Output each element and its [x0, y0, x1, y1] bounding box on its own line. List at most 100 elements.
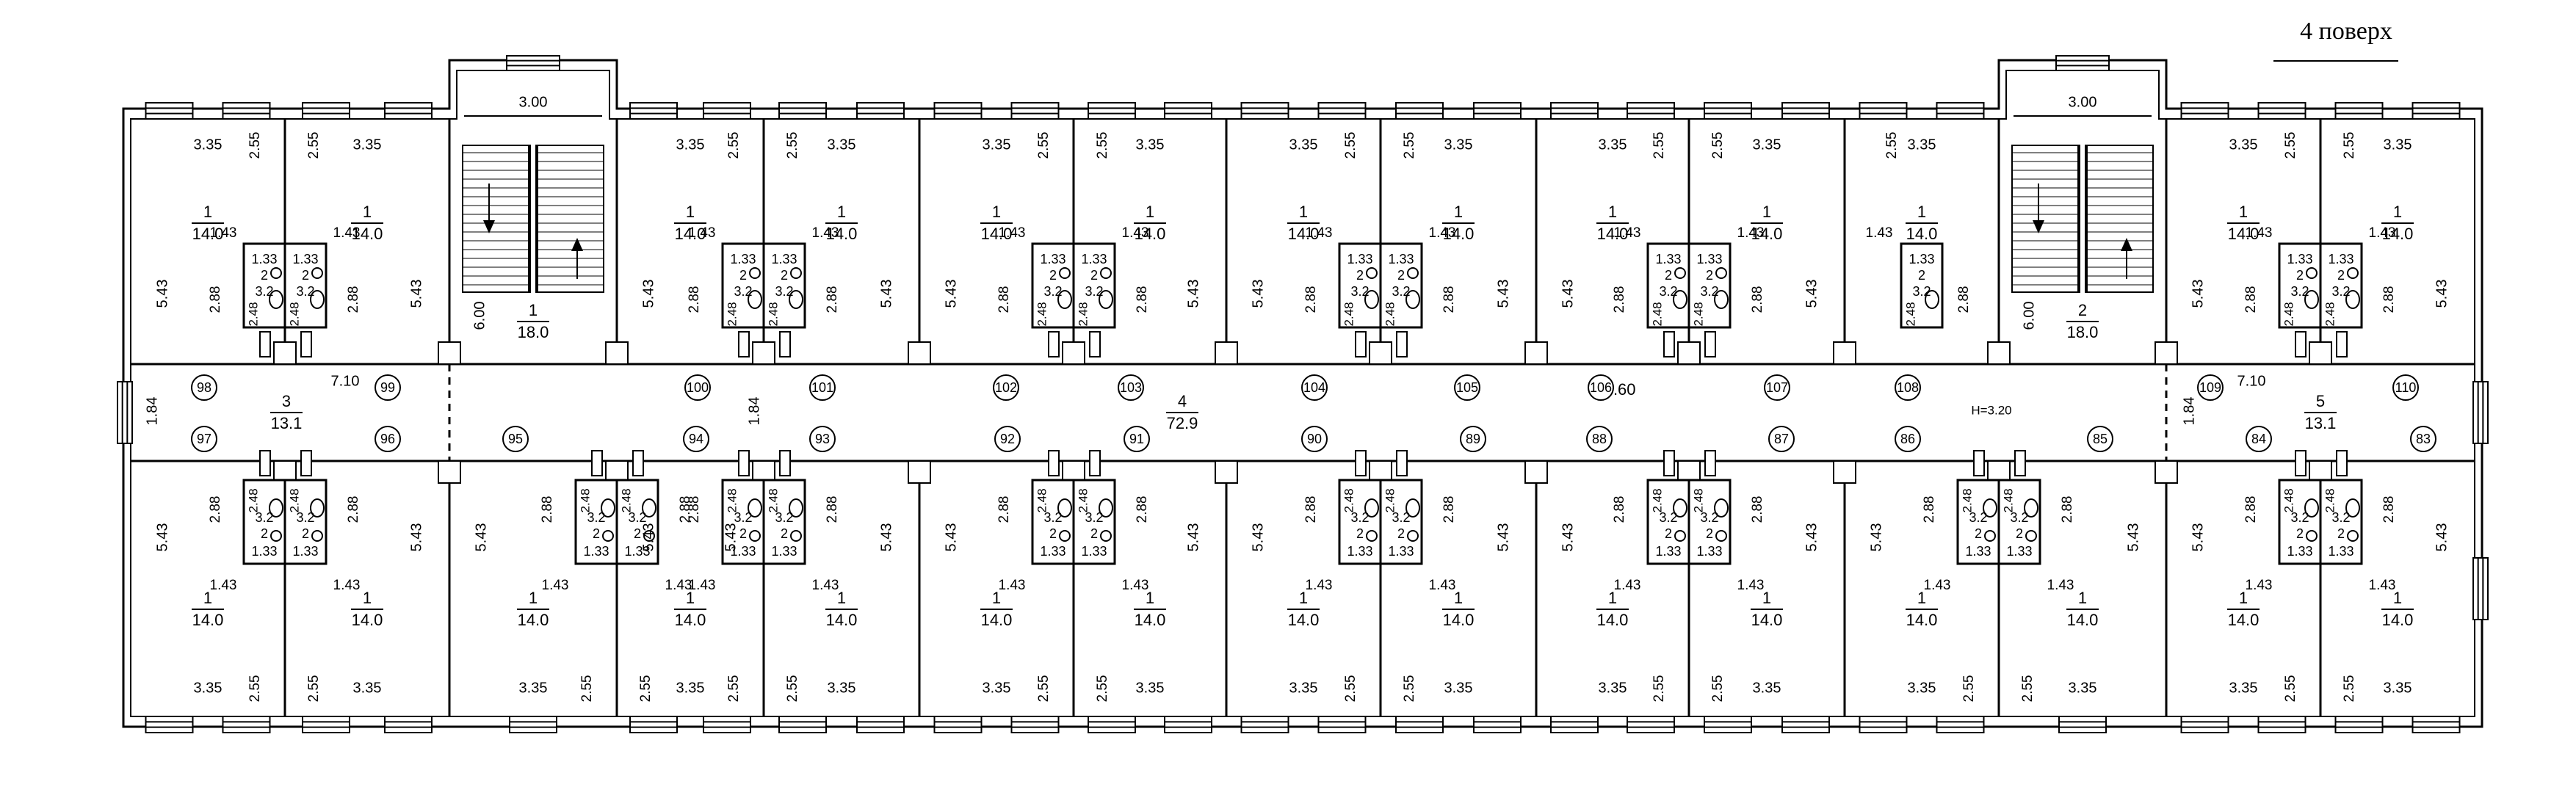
arrow-up-icon [571, 238, 583, 251]
bathroom-width: 1.33 [1388, 252, 1414, 266]
room-area: 14.0 [518, 611, 549, 629]
entry-width: 2.55 [1095, 132, 1110, 159]
room-number: 1 [686, 589, 695, 607]
room-number-bubble [1764, 374, 1790, 401]
column [908, 341, 931, 365]
sink-icon [2347, 267, 2359, 279]
column [1987, 341, 2011, 365]
bathroom-width: 1.33 [251, 252, 277, 266]
toilet-icon [748, 498, 762, 518]
sink-icon [1407, 530, 1419, 542]
room-number-bubble [1301, 374, 1328, 401]
room-number-bubble [1586, 426, 1613, 452]
room-width: 3.35 [2384, 137, 2412, 153]
room-area: 14.0 [1597, 225, 1629, 243]
room-number: 92 [1000, 432, 1015, 446]
exterior-wall [122, 59, 2483, 728]
entry-label: 1.43 [1429, 225, 1456, 241]
room-depth: 5.43 [640, 523, 656, 552]
room-number: 1 [1146, 589, 1154, 607]
bathroom-number: 2 [2016, 526, 2023, 541]
bathroom-area: 3.2 [2290, 284, 2309, 299]
bathroom-depth: 2.88 [1612, 496, 1627, 523]
bathroom-number: 2 [2296, 526, 2304, 541]
room-width: 3.35 [194, 680, 222, 696]
bathroom-width: 1.33 [1696, 252, 1722, 266]
room-number: 1 [1762, 589, 1771, 607]
room-depth: 5.43 [1250, 523, 1266, 552]
bathroom-width: 1.33 [1347, 252, 1372, 266]
room-number: 1 [1608, 203, 1617, 221]
room-area: 14.0 [675, 225, 706, 243]
room-number: 109 [2199, 380, 2221, 395]
room-area: 14.0 [192, 225, 224, 243]
shower-dim: 2.48 [2282, 488, 2295, 512]
shower-dim: 2.48 [246, 302, 260, 326]
shower-dim: 2.48 [1650, 488, 1664, 512]
entry-label: 1.43 [812, 578, 839, 593]
door-leaf [1355, 331, 1367, 357]
room-depth: 5.43 [1803, 280, 1820, 308]
toilet-icon [1714, 290, 1729, 309]
bathroom-depth: 2.88 [825, 496, 840, 523]
toilet-icon [1405, 498, 1420, 518]
entry-label: 1.43 [665, 578, 692, 593]
door-leaf [259, 331, 271, 357]
entry-label: 1.43 [2369, 578, 2396, 593]
sink-icon [1366, 530, 1378, 542]
entry-width: 2.55 [1710, 675, 1726, 702]
corridor-room-number: 3 [282, 392, 291, 410]
room-depth: 5.43 [878, 280, 894, 308]
shower-dim: 2.48 [1076, 302, 1090, 326]
bathroom-area: 3.2 [1659, 510, 1677, 525]
door-leaf [2336, 450, 2348, 476]
door-leaf [779, 450, 791, 476]
room-number: 1 [1454, 203, 1463, 221]
sink-icon [790, 530, 802, 542]
sink-icon [749, 267, 761, 279]
room-number: 86 [1900, 432, 1915, 446]
room-depth: 5.43 [408, 523, 424, 552]
room-number-bubble [2392, 374, 2419, 401]
window [1395, 102, 1444, 120]
room-number: 108 [1897, 380, 1919, 395]
door-leaf [259, 450, 271, 476]
toilet-icon [1364, 290, 1379, 309]
fixtures [242, 145, 2363, 565]
bathroom-width: 1.33 [1081, 252, 1107, 266]
shower-dim: 2.48 [766, 302, 780, 326]
entry-label: 1.43 [333, 225, 361, 241]
shower-dim: 2.48 [1035, 302, 1049, 326]
bathroom-depth: 2.88 [346, 286, 361, 313]
toilet-icon [1673, 498, 1687, 518]
shower-dim: 2.48 [246, 488, 260, 512]
toilet-icon [2024, 498, 2038, 518]
bathroom-depth: 2.88 [1750, 286, 1765, 313]
bathroom-width: 1.33 [2006, 544, 2032, 559]
window [2058, 716, 2107, 733]
bathroom-area: 3.2 [2010, 510, 2028, 525]
stair-flight [535, 145, 604, 293]
shower-dim: 2.48 [1342, 488, 1356, 512]
entry-label: 1.43 [1122, 578, 1149, 593]
bathroom-block [1900, 242, 1944, 329]
sink-icon [270, 530, 282, 542]
entry-width: 2.55 [785, 675, 800, 702]
room-number-bubble [2246, 426, 2272, 452]
window [117, 381, 133, 444]
entry-label: 1.43 [1737, 578, 1765, 593]
window [629, 716, 678, 733]
toilet-icon [642, 498, 656, 518]
room-number: 1 [1299, 589, 1308, 607]
room-number-bubble [809, 426, 836, 452]
window [1704, 102, 1752, 120]
bathroom-width: 1.33 [2287, 252, 2312, 266]
entry-label: 1.43 [1924, 578, 1951, 593]
stair-room-area: 18.0 [518, 323, 549, 341]
bathroom-number: 2 [1356, 526, 1364, 541]
door-leaf [738, 331, 750, 357]
entry-width: 2.55 [785, 132, 800, 159]
room-number: 105 [1456, 380, 1478, 395]
stair-width: 3.00 [2069, 94, 2097, 110]
door-leaf [2295, 450, 2307, 476]
